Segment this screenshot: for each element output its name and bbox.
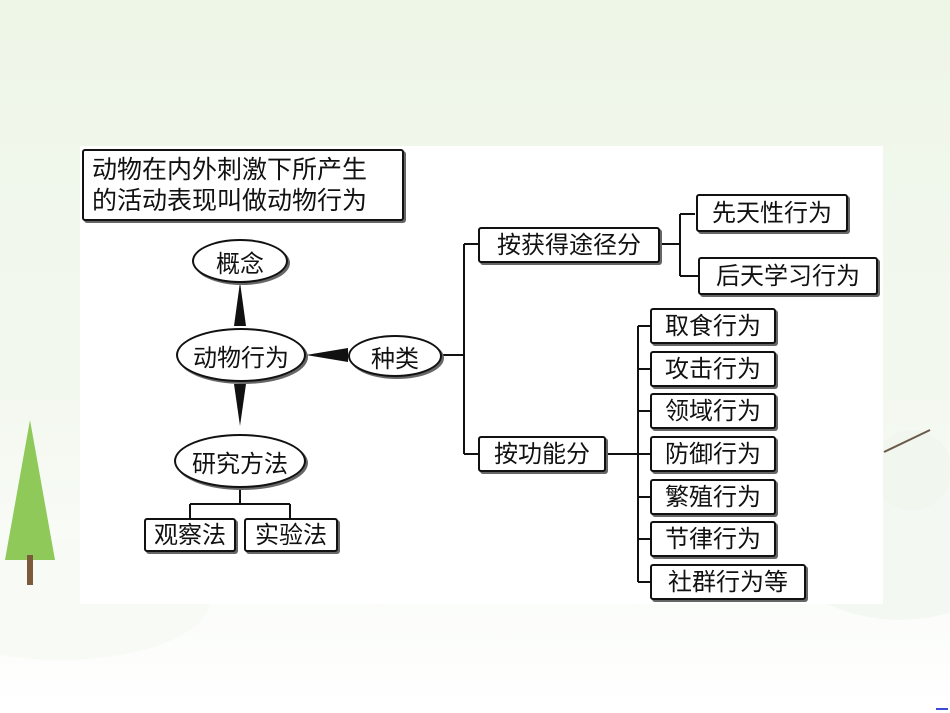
by-function-box: 按功能分 [478, 436, 606, 472]
acquisition-learned: 后天学习行为 [698, 257, 878, 295]
function-item: 攻击行为 [650, 351, 776, 387]
tree-icon [5, 420, 55, 560]
types-node: 种类 [348, 335, 442, 377]
connector-lines [189, 213, 698, 583]
definition-line-2: 的活动表现叫做动物行为 [92, 186, 368, 215]
function-item: 社群行为等 [650, 564, 806, 600]
function-item: 防御行为 [650, 436, 776, 472]
diagram-panel: 动物在内外刺激下所产生 的活动表现叫做动物行为 概念 动物行为 研究方法 观察法… [80, 146, 883, 604]
slide-nav-marker[interactable] [936, 708, 948, 710]
methods-node: 研究方法 [174, 434, 306, 488]
method-observation: 观察法 [144, 518, 236, 552]
center-node: 动物行为 [176, 328, 306, 382]
function-item: 领域行为 [650, 393, 776, 429]
function-item: 取食行为 [650, 308, 776, 344]
concept-node: 概念 [192, 239, 288, 283]
definition-line-1: 动物在内外刺激下所产生 [92, 155, 368, 184]
method-experiment: 实验法 [244, 518, 338, 552]
acquisition-innate: 先天性行为 [696, 194, 848, 232]
definition-box: 动物在内外刺激下所产生 的活动表现叫做动物行为 [82, 149, 404, 221]
by-acquisition-box: 按获得途径分 [478, 227, 660, 263]
function-item: 繁殖行为 [650, 479, 776, 515]
function-item: 节律行为 [650, 521, 776, 557]
